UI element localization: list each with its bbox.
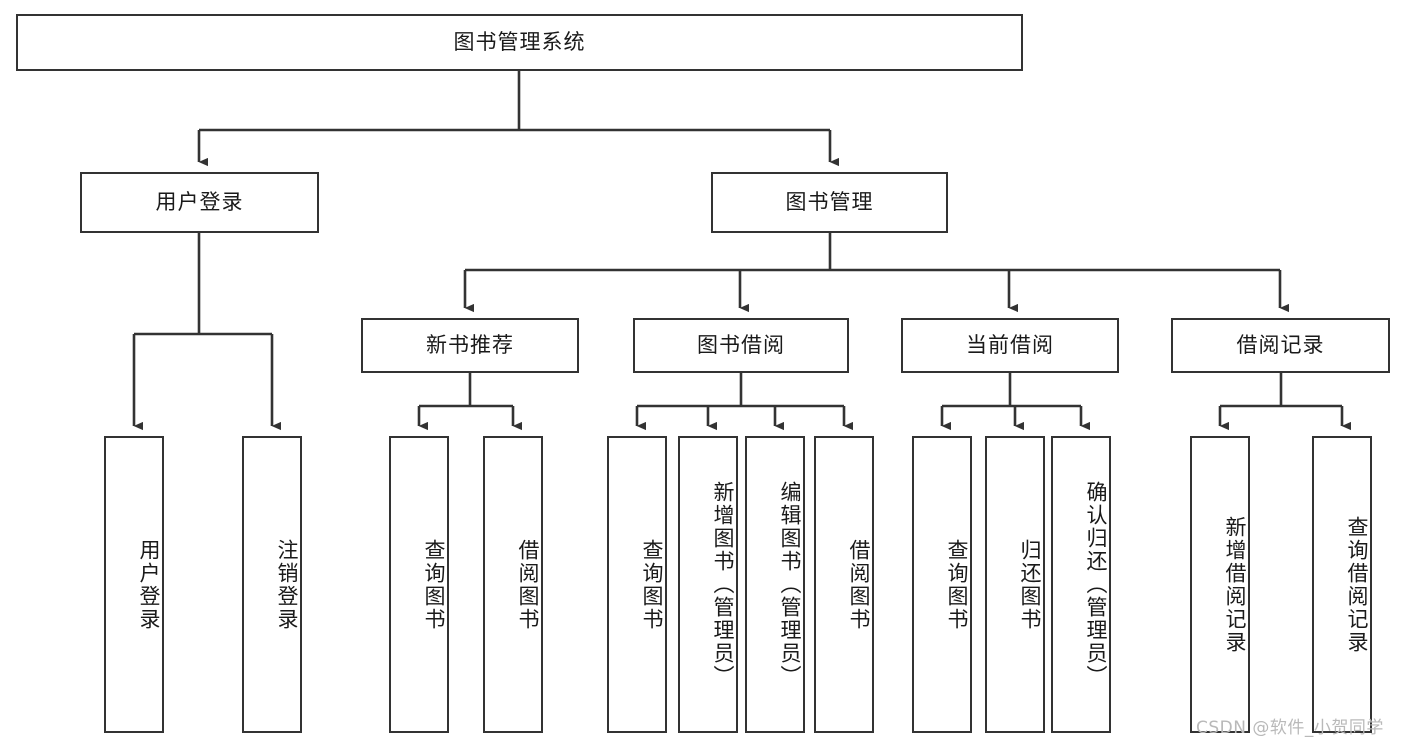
- node-root-label: 图书管理系统: [453, 29, 586, 54]
- node-user-login[interactable]: 用户登录: [80, 172, 319, 233]
- leaf-user-login-label: 用户登录: [137, 538, 161, 631]
- node-book-borrow[interactable]: 图书借阅: [633, 318, 849, 373]
- leaf-confirm-return-admin-label: 确认归还（管理员）: [1084, 481, 1108, 688]
- leaf-confirm-return-admin[interactable]: 确认归还（管理员）: [1051, 436, 1111, 733]
- leaf-borrow-book-recommend-label: 借阅图书: [516, 538, 540, 631]
- leaf-query-borrow-record[interactable]: 查询借阅记录: [1312, 436, 1372, 733]
- leaf-query-book-current-label: 查询图书: [945, 538, 969, 631]
- node-root[interactable]: 图书管理系统: [16, 14, 1023, 71]
- node-current-borrow-label: 当前借阅: [966, 332, 1054, 357]
- leaf-edit-book-admin-label: 编辑图书（管理员）: [778, 481, 802, 688]
- leaf-query-borrow-record-label: 查询借阅记录: [1345, 515, 1369, 654]
- node-book-borrow-label: 图书借阅: [697, 332, 785, 357]
- leaf-query-book-borrow-label: 查询图书: [640, 538, 664, 631]
- leaf-add-book-admin-label: 新增图书（管理员）: [711, 481, 735, 688]
- node-book-management-label: 图书管理: [785, 189, 874, 214]
- leaf-query-book-recommend[interactable]: 查询图书: [389, 436, 449, 733]
- leaf-query-book-recommend-label: 查询图书: [422, 538, 446, 631]
- leaf-logout[interactable]: 注销登录: [242, 436, 302, 733]
- node-current-borrow[interactable]: 当前借阅: [901, 318, 1119, 373]
- node-user-login-label: 用户登录: [155, 189, 244, 214]
- node-book-management[interactable]: 图书管理: [711, 172, 948, 233]
- leaf-user-login[interactable]: 用户登录: [104, 436, 164, 733]
- leaf-add-borrow-record[interactable]: 新增借阅记录: [1190, 436, 1250, 733]
- leaf-return-book[interactable]: 归还图书: [985, 436, 1045, 733]
- leaf-logout-label: 注销登录: [275, 538, 299, 631]
- node-new-book-recommend[interactable]: 新书推荐: [361, 318, 579, 373]
- node-borrow-record[interactable]: 借阅记录: [1171, 318, 1390, 373]
- node-borrow-record-label: 借阅记录: [1236, 332, 1325, 357]
- leaf-edit-book-admin[interactable]: 编辑图书（管理员）: [745, 436, 805, 733]
- leaf-query-book-borrow[interactable]: 查询图书: [607, 436, 667, 733]
- leaf-query-book-current[interactable]: 查询图书: [912, 436, 972, 733]
- leaf-return-book-label: 归还图书: [1018, 538, 1042, 631]
- leaf-borrow-book-label: 借阅图书: [847, 538, 871, 631]
- leaf-add-borrow-record-label: 新增借阅记录: [1223, 515, 1247, 654]
- leaf-add-book-admin[interactable]: 新增图书（管理员）: [678, 436, 738, 733]
- leaf-borrow-book-recommend[interactable]: 借阅图书: [483, 436, 543, 733]
- node-new-book-recommend-label: 新书推荐: [426, 332, 514, 357]
- leaf-borrow-book[interactable]: 借阅图书: [814, 436, 874, 733]
